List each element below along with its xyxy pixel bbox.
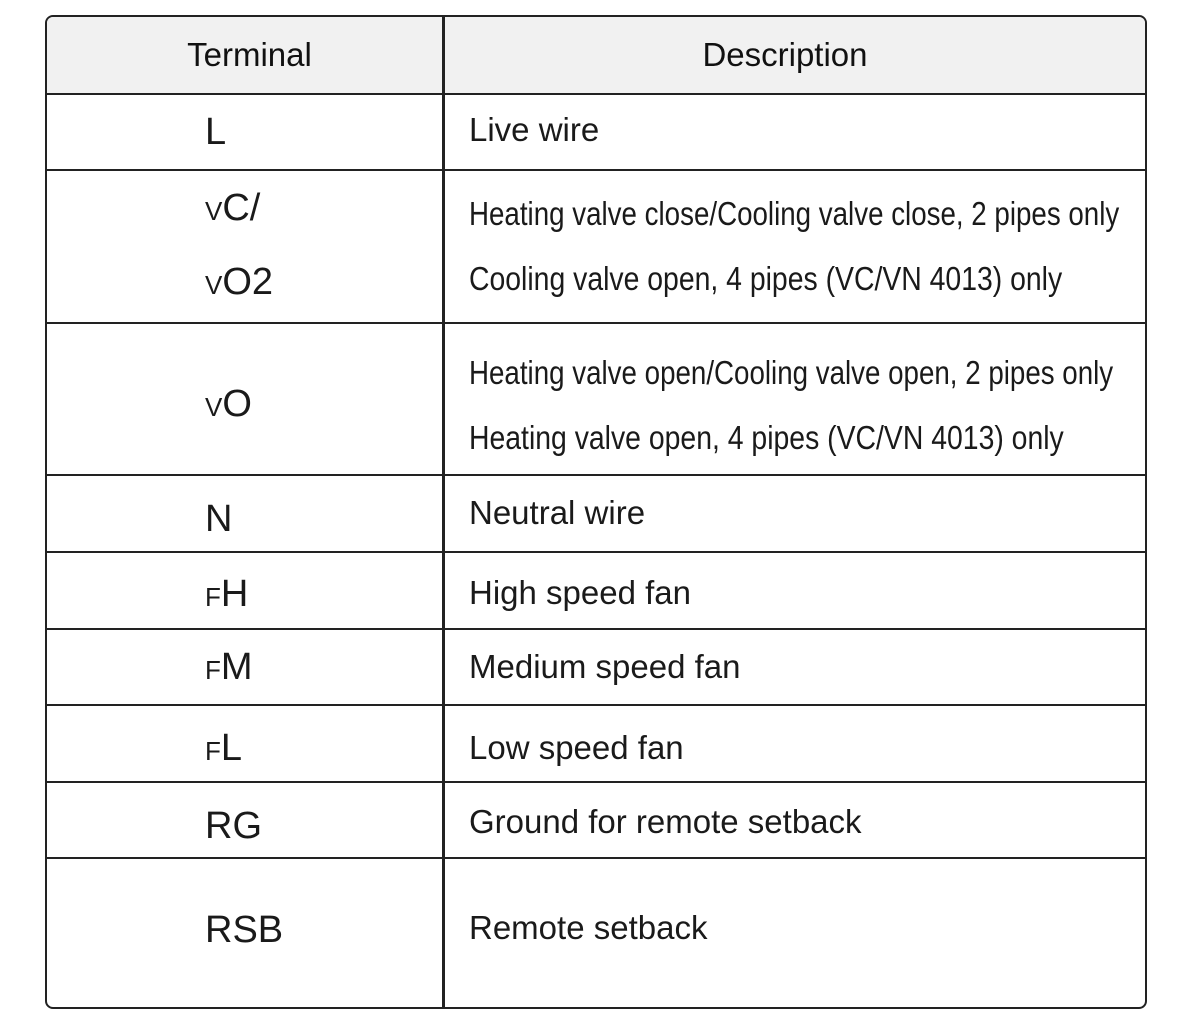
table-row: N Neutral wire [47,476,1145,553]
description-text: Low speed fan [469,729,684,766]
table-row: VO Heating valve open/Cooling valve open… [47,324,1145,476]
description-cell: Remote setback [445,859,1145,1007]
header-description: Description [702,36,868,73]
description-text: Medium speed fan [469,648,741,685]
description-text: Heating valve open/Cooling valve open, 2… [469,354,1114,391]
description-text: Live wire [469,111,600,148]
table-row: VC/ VO2 Heating valve close/Cooling valv… [47,171,1145,324]
description-cell: Low speed fan [445,706,1145,781]
description-text: High speed fan [469,574,691,611]
table-row: L Live wire [47,95,1145,171]
table-row: FL Low speed fan [47,706,1145,783]
terminal-label: VO2 [205,261,274,303]
terminal-label: L [205,111,227,153]
terminal-label: VO [205,383,252,425]
terminal-label: N [205,498,233,540]
terminal-cell: RSB [47,859,442,1007]
table-row: RSB Remote setback [47,859,1145,1007]
description-cell: Neutral wire [445,476,1145,551]
terminal-cell: VO [47,324,442,474]
terminal-table: Terminal Description L Live wire VC/ VO2… [45,15,1147,1009]
table-row: FH High speed fan [47,553,1145,630]
description-cell: Heating valve close/Cooling valve close,… [445,171,1145,322]
terminal-label: FL [205,727,243,769]
description-text: Remote setback [469,909,708,946]
column-divider [442,17,445,1007]
description-text: Heating valve close/Cooling valve close,… [469,195,1120,232]
description-text: Neutral wire [469,494,646,531]
table-header-row: Terminal Description [47,17,1145,95]
description-cell: High speed fan [445,553,1145,628]
terminal-label: FM [205,646,253,688]
table-row: FM Medium speed fan [47,630,1145,706]
terminal-cell: FM [47,630,442,704]
description-cell: Live wire [445,95,1145,169]
terminal-label: RSB [205,909,284,951]
description-cell: Heating valve open/Cooling valve open, 2… [445,324,1145,474]
description-text: Ground for remote setback [469,803,862,840]
description-text: Heating valve open, 4 pipes (VC/VN 4013)… [469,419,1064,456]
terminal-cell: L [47,95,442,169]
terminal-cell: FH [47,553,442,628]
terminal-cell: RG [47,783,442,857]
header-terminal: Terminal [187,36,312,73]
description-cell: Medium speed fan [445,630,1145,704]
terminal-cell: FL [47,706,442,781]
table-row: RG Ground for remote setback [47,783,1145,859]
description-text: Cooling valve open, 4 pipes (VC/VN 4013)… [469,260,1063,297]
terminal-label: RG [205,805,262,847]
terminal-label: FH [205,573,249,615]
terminal-cell: VC/ VO2 [47,171,442,322]
terminal-label: VC/ [205,187,261,229]
terminal-cell: N [47,476,442,551]
description-cell: Ground for remote setback [445,783,1145,857]
